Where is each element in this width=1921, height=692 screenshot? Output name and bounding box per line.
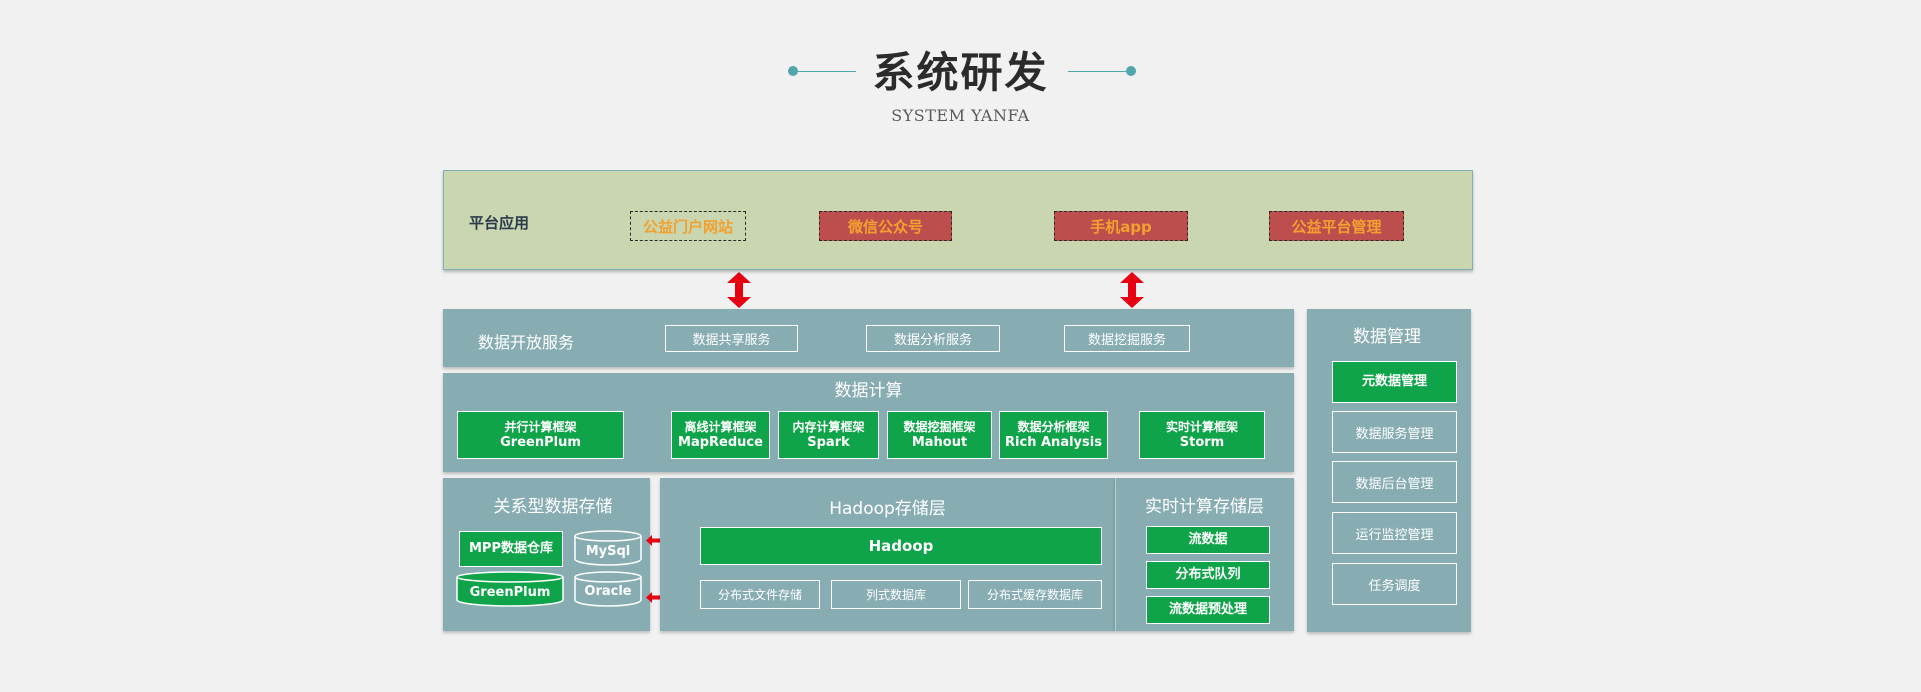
framework-realtime[interactable]: 实时计算框架 Storm [1139,411,1265,459]
service-data-sharing[interactable]: 数据共享服务 [665,325,798,352]
app-platform-admin[interactable]: 公益平台管理 [1269,211,1404,241]
title-left-line [798,71,856,72]
framework-tech: Storm [1179,435,1225,450]
data-open-service-panel [443,309,1294,367]
hadoop-storage-label: Hadoop存储层 [829,498,946,519]
framework-offline[interactable]: 离线计算框架 MapReduce [671,411,770,459]
app-mobile-app[interactable]: 手机app [1054,211,1188,241]
page-title: 系统研发 [872,47,1049,97]
title-left-dot-icon [788,66,798,76]
framework-name: 并行计算框架 [504,420,577,434]
task-scheduling[interactable]: 任务调度 [1332,563,1457,605]
framework-tech: MapReduce [678,435,763,450]
framework-name: 内存计算框架 [792,420,865,434]
metadata-management[interactable]: 元数据管理 [1332,361,1457,403]
distributed-file-storage[interactable]: 分布式文件存储 [700,580,820,609]
oracle-database-icon[interactable] [573,571,643,608]
oracle-label: Oracle [584,583,632,599]
stream-data[interactable]: 流数据 [1146,526,1270,554]
mpp-data-warehouse[interactable]: MPP数据仓库 [459,531,563,567]
data-management-label: 数据管理 [1353,326,1421,347]
stream-preprocessing[interactable]: 流数据预处理 [1146,596,1270,624]
data-service-management[interactable]: 数据服务管理 [1332,411,1457,453]
framework-tech: GreenPlum [500,435,581,450]
distributed-queue[interactable]: 分布式队列 [1146,561,1270,589]
columnar-database[interactable]: 列式数据库 [831,580,961,609]
mysql-label: MySql [585,543,631,559]
framework-analysis[interactable]: 数据分析框架 Rich Analysis [999,411,1108,459]
double-arrow-vertical-icon [727,272,751,308]
service-data-mining[interactable]: 数据挖掘服务 [1064,325,1190,352]
relational-storage-label: 关系型数据存储 [493,496,613,517]
framework-parallel[interactable]: 并行计算框架 GreenPlum [457,411,624,459]
framework-tech: Mahout [911,435,968,450]
framework-name: 离线计算框架 [684,420,757,434]
page-subtitle: SYSTEM YANFA [891,105,1030,125]
greenplum-label: GreenPlum [469,584,551,600]
service-data-analysis[interactable]: 数据分析服务 [866,325,1000,352]
app-wechat-official[interactable]: 微信公众号 [819,211,952,241]
data-open-service-label: 数据开放服务 [478,333,575,352]
data-backend-management[interactable]: 数据后台管理 [1332,461,1457,503]
greenplum-database-icon[interactable] [455,571,565,608]
distributed-cache-database[interactable]: 分布式缓存数据库 [968,580,1102,609]
framework-tech: Spark [807,435,850,450]
title-right-dot-icon [1126,66,1136,76]
double-arrow-vertical-icon [1120,272,1144,308]
framework-name: 实时计算框架 [1165,420,1238,434]
framework-mining[interactable]: 数据挖掘框架 Mahout [887,411,992,459]
operation-monitor-management[interactable]: 运行监控管理 [1332,512,1457,554]
framework-name: 数据分析框架 [1017,420,1090,434]
hadoop-box[interactable]: Hadoop [700,527,1102,565]
platform-label: 平台应用 [469,214,530,232]
framework-name: 数据挖掘框架 [903,420,976,434]
realtime-storage-label: 实时计算存储层 [1145,496,1264,517]
framework-in-memory[interactable]: 内存计算框架 Spark [778,411,879,459]
mysql-database-icon[interactable] [573,530,643,567]
app-public-portal[interactable]: 公益门户网站 [630,211,746,241]
framework-tech: Rich Analysis [1005,435,1102,450]
title-right-line [1068,71,1126,72]
data-compute-label: 数据计算 [834,380,903,401]
